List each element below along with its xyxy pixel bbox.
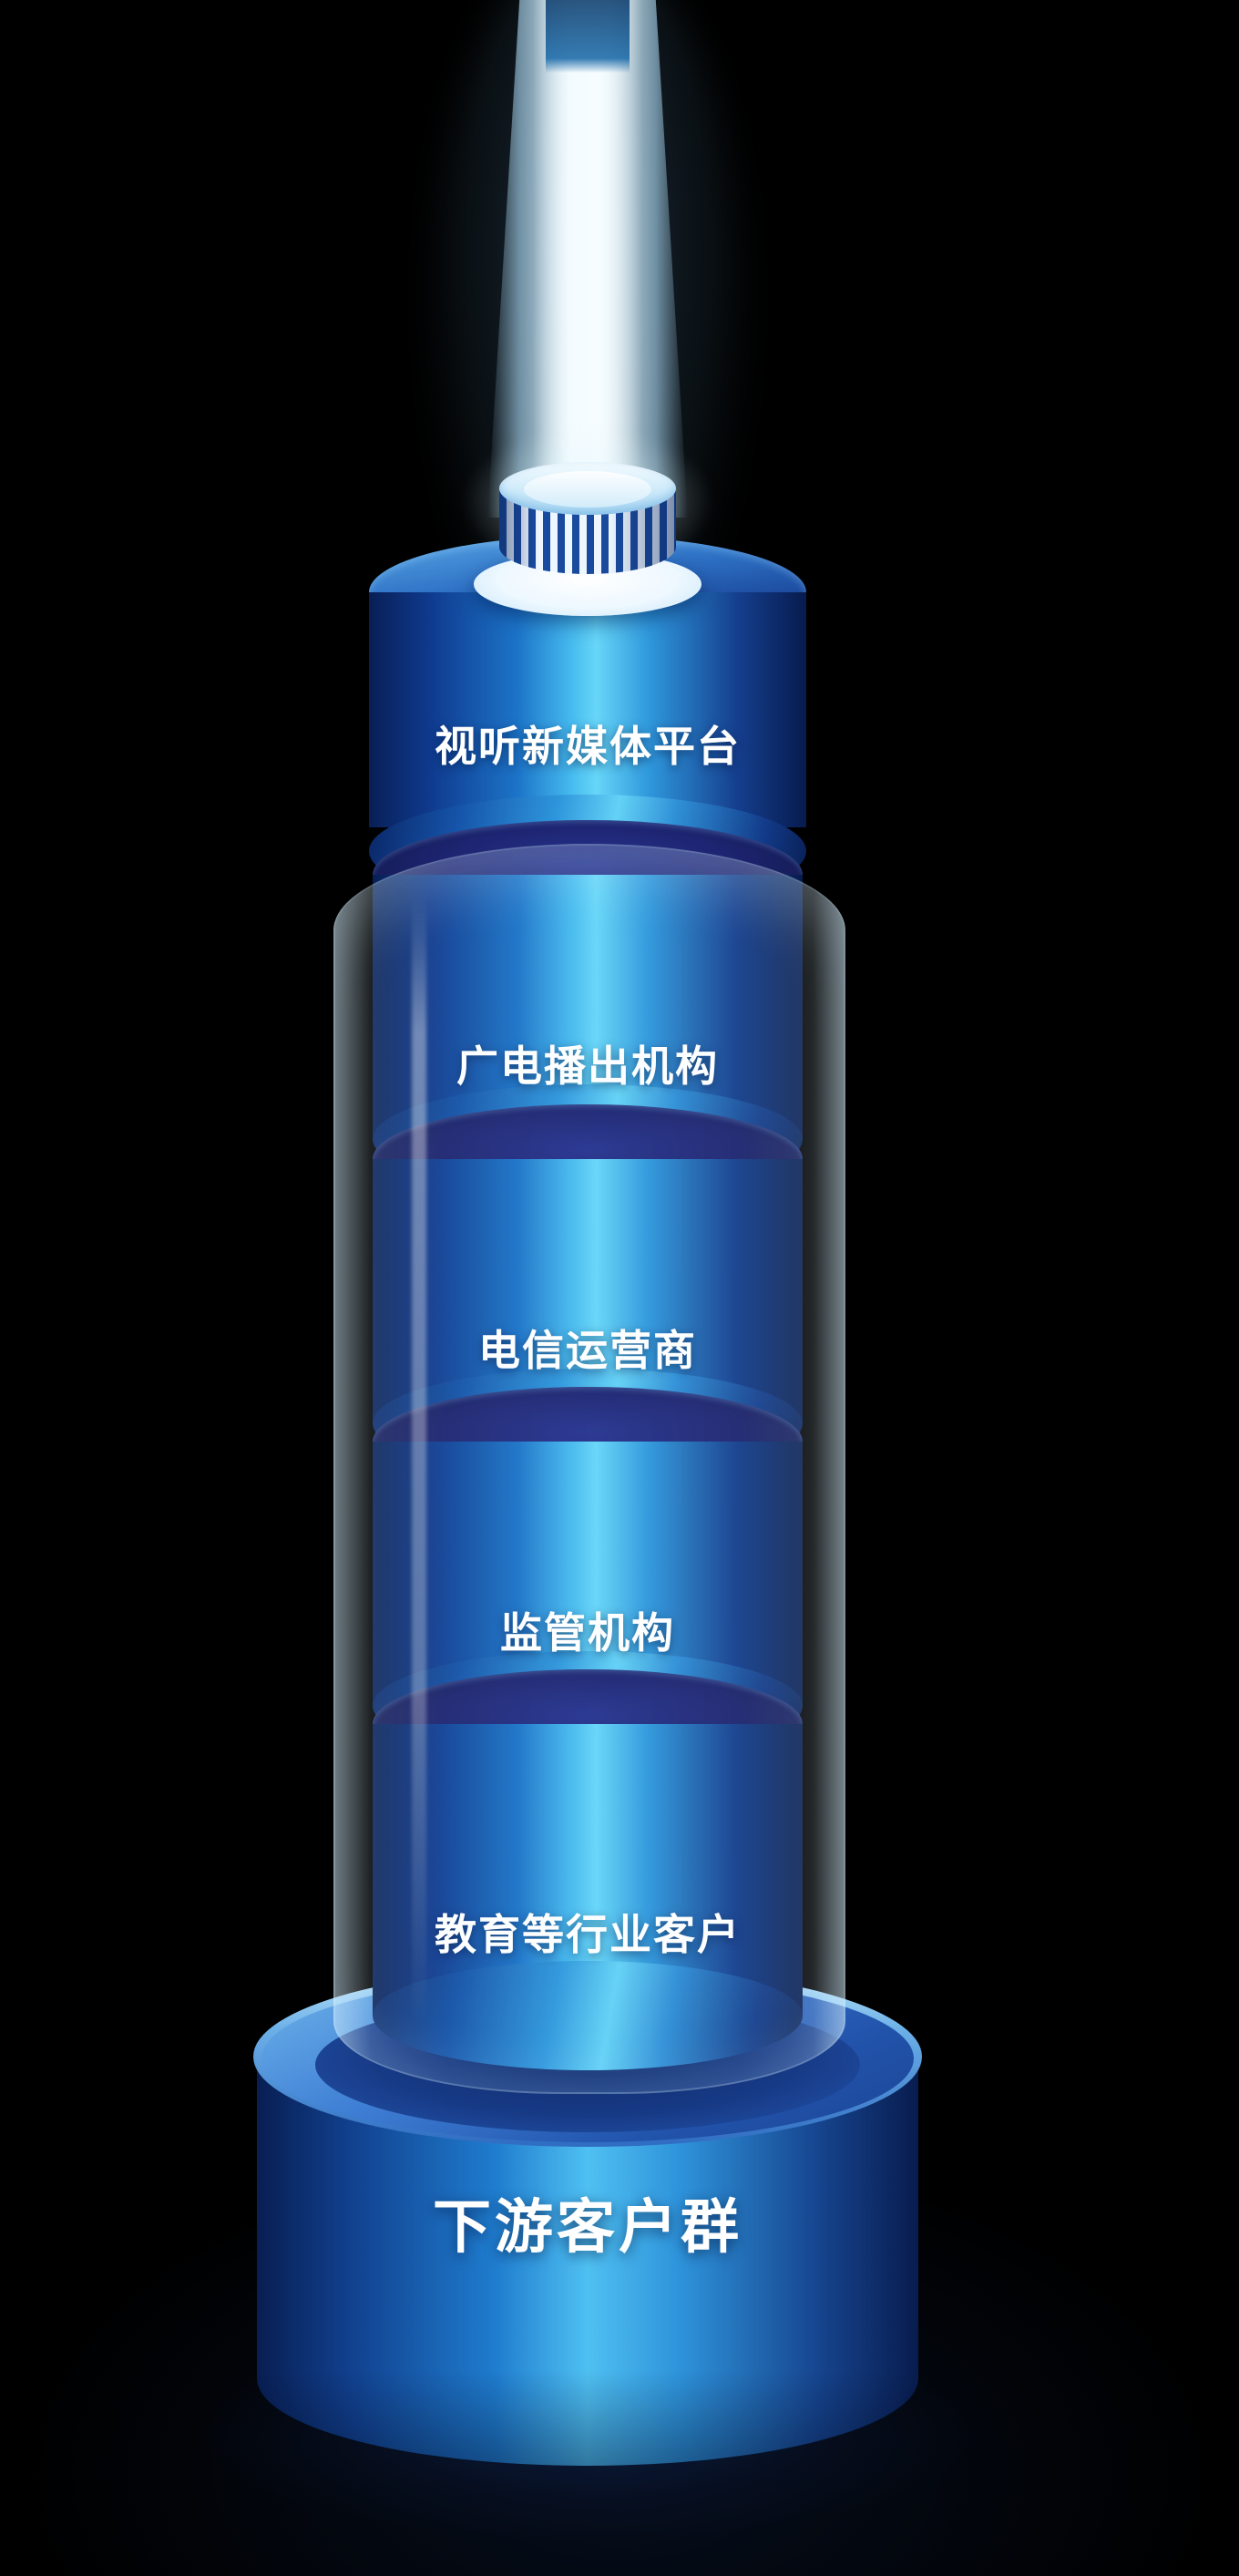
layer-label: 监管机构 bbox=[500, 1609, 675, 1657]
cylinder-side bbox=[369, 592, 806, 827]
layer-label: 电信运营商 bbox=[478, 1327, 697, 1374]
base-label: 下游客户群 bbox=[433, 2194, 742, 2260]
base-cylinder-bottom bbox=[257, 2291, 918, 2466]
cylinder-layer-3: 电信运营商 bbox=[373, 1104, 803, 1496]
cylinder-layer-5: 教育等行业客户 bbox=[373, 1669, 803, 2084]
beam-source bbox=[546, 0, 630, 73]
layer-label: 视听新媒体平台 bbox=[435, 723, 741, 770]
cap-top-highlight bbox=[524, 471, 651, 508]
layer-label: 教育等行业客户 bbox=[435, 1911, 741, 1958]
layer-label: 广电播出机构 bbox=[456, 1042, 719, 1090]
cylinder-bottom-face bbox=[373, 1961, 803, 2070]
